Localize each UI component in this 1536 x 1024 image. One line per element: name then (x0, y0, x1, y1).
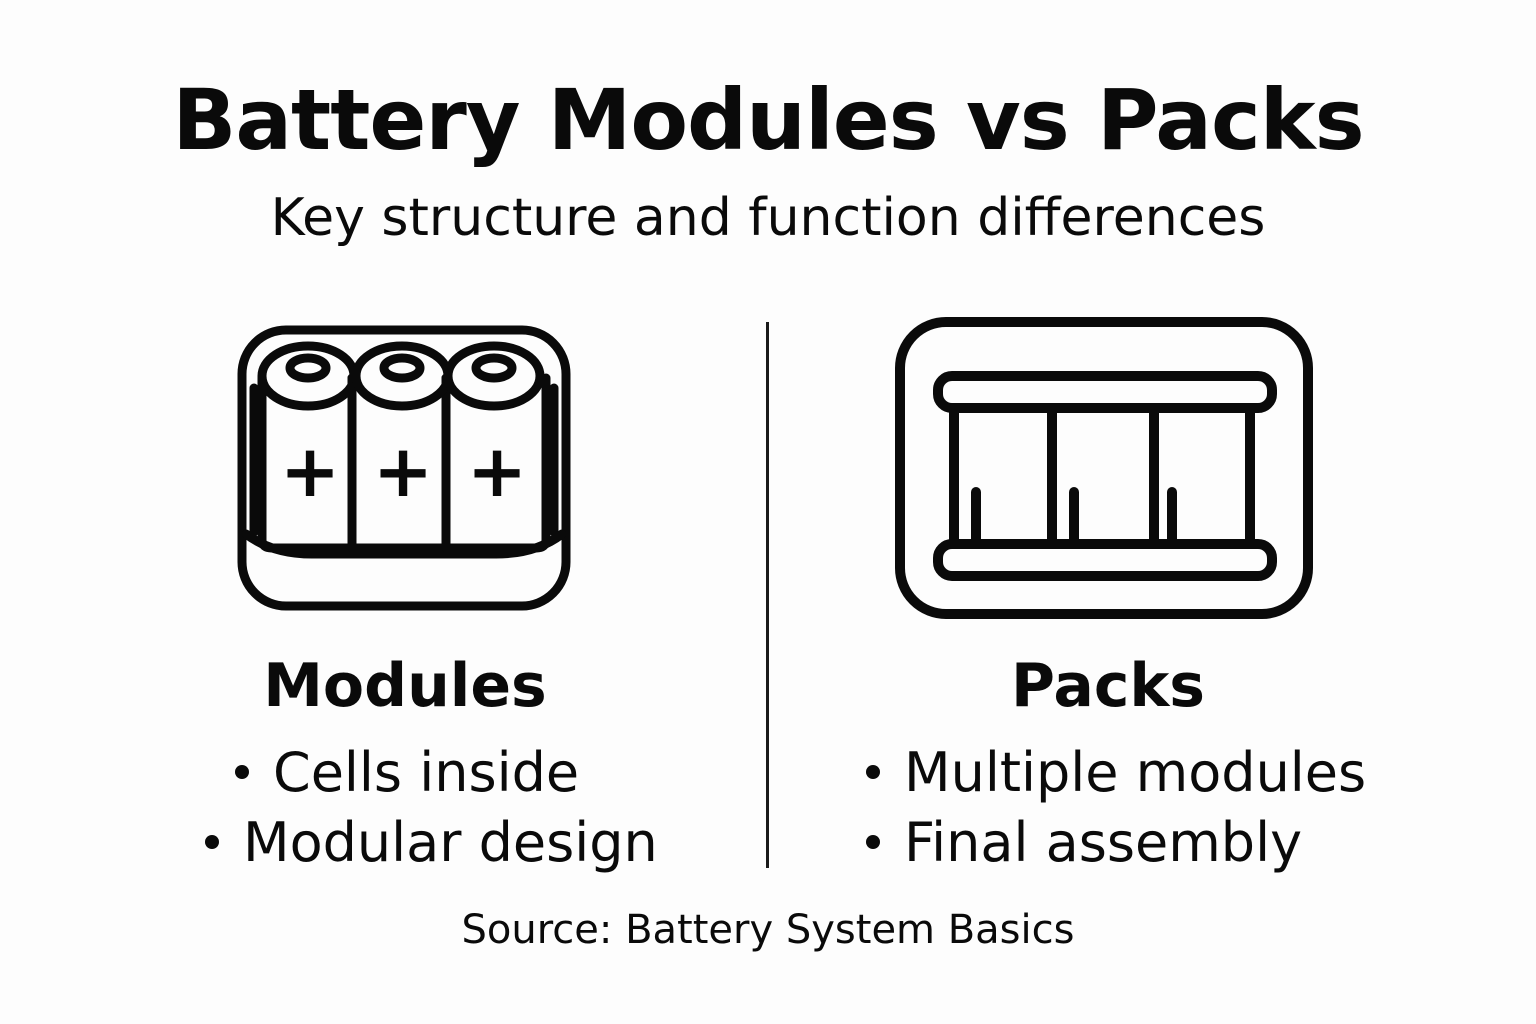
list-item: Modular design (205, 808, 658, 878)
list-item: Multiple modules (866, 738, 1366, 808)
battery-module-icon: + + + (237, 325, 571, 611)
cell-plus-symbol: + (280, 429, 340, 513)
cell-plus-symbols: + + + (280, 429, 527, 513)
cell-plus-symbol: + (467, 429, 527, 513)
bullet-dot-icon (235, 765, 249, 780)
list-item-text: Modular design (243, 811, 658, 874)
bullet-dot-icon (866, 765, 880, 780)
modules-heading: Modules (263, 651, 547, 721)
bullet-dot-icon (866, 835, 880, 850)
page-subtitle: Key structure and function differences (270, 188, 1266, 248)
modules-bullet-list: Cells inside Modular design (205, 738, 658, 878)
column-divider (766, 322, 769, 868)
packs-heading: Packs (1010, 651, 1206, 721)
page-title: Battery Modules vs Packs (172, 71, 1364, 169)
bullet-dot-icon (205, 835, 219, 850)
list-item-text: Cells inside (273, 741, 580, 804)
source-caption: Source: Battery System Basics (461, 907, 1075, 953)
battery-pack-icon (895, 317, 1313, 619)
cell-plus-symbol: + (373, 429, 433, 513)
list-item-text: Final assembly (904, 811, 1303, 874)
packs-bullet-list: Multiple modules Final assembly (866, 738, 1366, 878)
list-item: Cells inside (205, 738, 658, 808)
list-item: Final assembly (866, 808, 1366, 878)
list-item-text: Multiple modules (904, 741, 1367, 804)
